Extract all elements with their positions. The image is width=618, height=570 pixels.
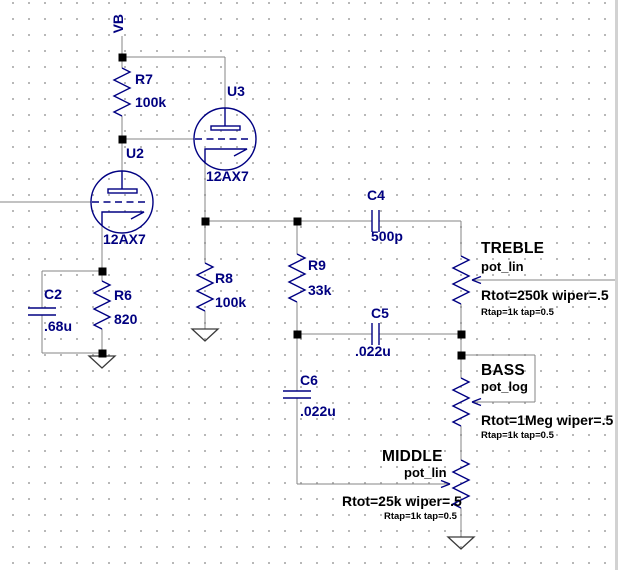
tube-U2-symbol[interactable] bbox=[90, 170, 154, 234]
label-middle-params[interactable]: Rtot=25k wiper=.5 bbox=[342, 493, 462, 509]
label-U2-value[interactable]: 12AX7 bbox=[103, 231, 146, 247]
junction-dot bbox=[98, 267, 107, 276]
ground-symbol-r8[interactable] bbox=[191, 328, 219, 342]
label-U2-ref[interactable]: U2 bbox=[126, 145, 144, 161]
resistor-R9-symbol[interactable] bbox=[288, 253, 306, 303]
junction-dot bbox=[293, 217, 302, 226]
net-label-vb[interactable]: VB bbox=[110, 13, 127, 34]
label-R6-ref[interactable]: R6 bbox=[114, 287, 132, 303]
wire-c4-row bbox=[205, 220, 462, 256]
pot-treble-symbol[interactable] bbox=[452, 255, 470, 305]
wire-c2-parallel bbox=[41, 270, 102, 354]
junction-dot bbox=[118, 53, 127, 62]
label-R9-value[interactable]: 33k bbox=[308, 282, 332, 298]
label-C2-ref[interactable]: C2 bbox=[44, 286, 62, 302]
label-middle-name[interactable]: MIDDLE bbox=[382, 448, 443, 465]
wire-u2plate-u3grid bbox=[121, 138, 194, 171]
capacitor-C2-symbol[interactable] bbox=[27, 307, 57, 316]
tube-U3-symbol[interactable] bbox=[193, 107, 257, 171]
resistor-R8-symbol[interactable] bbox=[196, 262, 214, 312]
label-bass-model[interactable]: pot_log bbox=[481, 379, 528, 394]
label-treble-params[interactable]: Rtot=250k wiper=.5 bbox=[481, 287, 609, 303]
label-R9-ref[interactable]: R9 bbox=[308, 257, 326, 273]
resistor-R7-symbol[interactable] bbox=[113, 67, 131, 117]
canvas-right-edge bbox=[615, 0, 618, 570]
junction-dot bbox=[118, 135, 127, 144]
junction-dot bbox=[293, 330, 302, 339]
label-C2-value[interactable]: .68u bbox=[44, 318, 73, 334]
pot-bass-symbol[interactable] bbox=[452, 377, 470, 427]
capacitor-C5-symbol[interactable] bbox=[371, 322, 380, 346]
label-C5-value[interactable]: .022u bbox=[355, 343, 391, 359]
label-treble-model[interactable]: pot_lin bbox=[481, 259, 524, 274]
wires bbox=[0, 36, 618, 537]
label-R7-value[interactable]: 100k bbox=[135, 94, 167, 110]
label-R8-ref[interactable]: R8 bbox=[215, 270, 233, 286]
label-C4-ref[interactable]: C4 bbox=[367, 187, 385, 203]
label-R7-ref[interactable]: R7 bbox=[135, 71, 153, 87]
label-C6-value[interactable]: .022u bbox=[300, 403, 336, 419]
label-R8-value[interactable]: 100k bbox=[215, 294, 247, 310]
junction-dots bbox=[98, 53, 466, 360]
ground-symbol-middle[interactable] bbox=[447, 536, 475, 550]
label-U3-value[interactable]: 12AX7 bbox=[206, 168, 249, 184]
label-C5-ref[interactable]: C5 bbox=[371, 305, 389, 321]
label-middle-model[interactable]: pot_lin bbox=[404, 465, 447, 480]
label-bass-tap[interactable]: Rtap=1k tap=0.5 bbox=[481, 430, 554, 441]
ground-symbol-r6[interactable] bbox=[88, 355, 116, 369]
label-U3-ref[interactable]: U3 bbox=[227, 83, 245, 99]
wire-vb-to-u3-plate bbox=[122, 56, 226, 108]
junction-dot bbox=[457, 351, 466, 360]
wire-c6-branch bbox=[296, 334, 450, 485]
label-bass-name[interactable]: BASS bbox=[481, 362, 525, 379]
label-bass-params[interactable]: Rtot=1Meg wiper=.5 bbox=[481, 412, 614, 428]
junction-dot bbox=[201, 217, 210, 226]
label-treble-name[interactable]: TREBLE bbox=[481, 240, 545, 257]
junction-dot bbox=[98, 349, 107, 358]
label-C6-ref[interactable]: C6 bbox=[300, 372, 318, 388]
label-C4-value[interactable]: 500p bbox=[371, 228, 403, 244]
junction-dot bbox=[457, 330, 466, 339]
label-middle-tap[interactable]: Rtap=1k tap=0.5 bbox=[384, 511, 457, 522]
label-treble-tap[interactable]: Rtap=1k tap=0.5 bbox=[481, 307, 554, 318]
label-R6-value[interactable]: 820 bbox=[114, 311, 138, 327]
resistor-R6-symbol[interactable] bbox=[93, 280, 111, 330]
capacitor-C6-symbol[interactable] bbox=[282, 390, 312, 399]
wire-bass-wiper-loop bbox=[461, 354, 536, 403]
